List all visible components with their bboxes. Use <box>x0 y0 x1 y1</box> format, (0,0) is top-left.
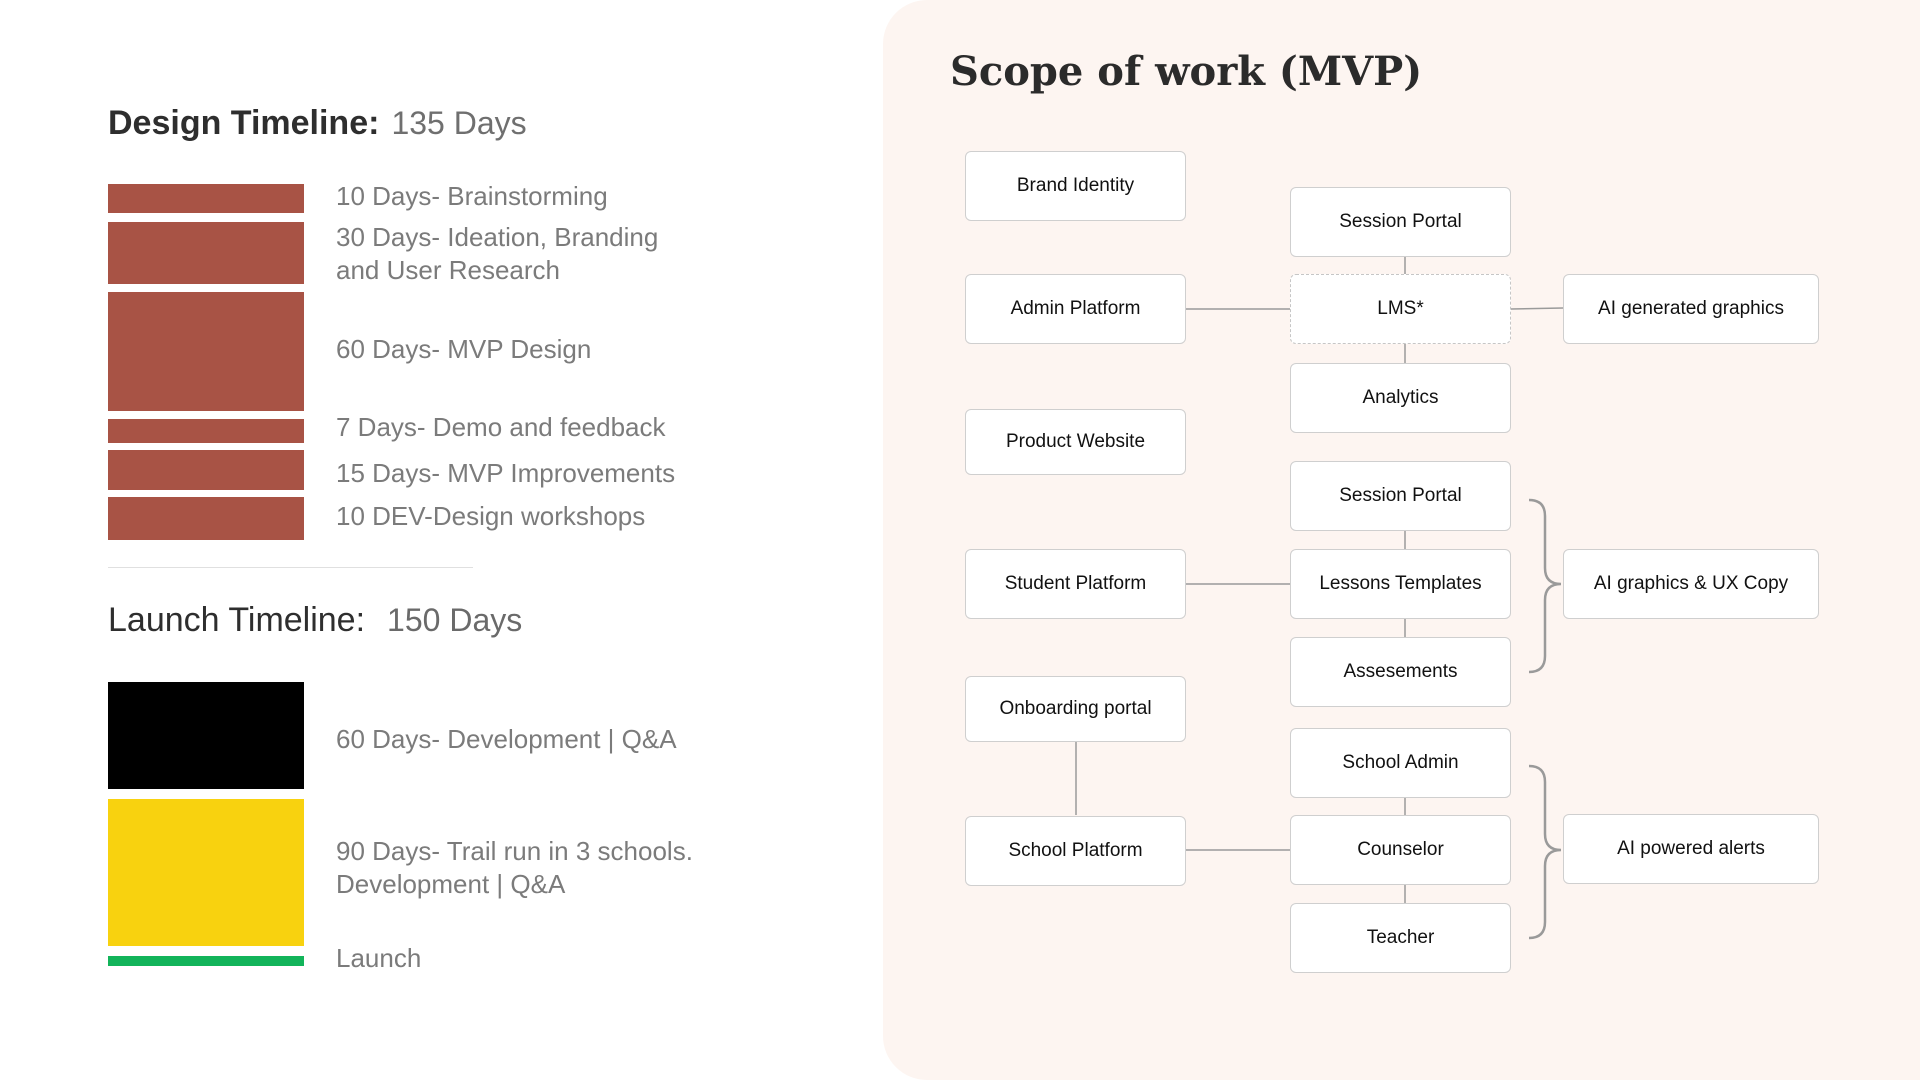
design-bar-demo <box>108 419 304 443</box>
node-lessons-templates: Lessons Templates <box>1290 549 1511 619</box>
design-bar-improvements <box>108 450 304 490</box>
node-ai-powered-alerts: AI powered alerts <box>1563 814 1819 884</box>
node-lms: LMS* <box>1290 274 1511 344</box>
launch-label-trial-run-2: Development | Q&A <box>336 869 566 899</box>
connector-lms-ai-graphics <box>1510 307 1564 310</box>
brace-student-group <box>1528 498 1562 674</box>
launch-bar-development <box>108 682 304 789</box>
launch-bar-trial-run <box>108 799 304 946</box>
node-admin-platform: Admin Platform <box>965 274 1186 344</box>
design-label-demo: 7 Days- Demo and feedback <box>336 412 666 442</box>
node-ai-generated-graphics: AI generated graphics <box>1563 274 1819 344</box>
design-timeline-duration: 135 Days <box>391 105 527 141</box>
node-counselor: Counselor <box>1290 815 1511 885</box>
node-product-website: Product Website <box>965 409 1186 475</box>
launch-label-launch: Launch <box>336 943 422 973</box>
node-student-platform: Student Platform <box>965 549 1186 619</box>
design-timeline-heading: Design Timeline: 135 Days <box>108 104 527 143</box>
design-timeline-title: Design Timeline: <box>108 104 380 142</box>
launch-timeline-title: Launch Timeline: <box>108 601 366 639</box>
node-onboarding-portal: Onboarding portal <box>965 676 1186 742</box>
design-label-mvp-design: 60 Days- MVP Design <box>336 334 592 364</box>
design-label-improvements: 15 Days- MVP Improvements <box>336 458 676 488</box>
design-label-brainstorming: 10 Days- Brainstorming <box>336 181 608 211</box>
design-bar-mvp-design <box>108 292 304 411</box>
launch-timeline-duration: 150 Days <box>387 602 523 638</box>
design-bar-brainstorming <box>108 184 304 213</box>
node-session-portal-student: Session Portal <box>1290 461 1511 531</box>
node-session-portal-lms: Session Portal <box>1290 187 1511 257</box>
timeline-divider <box>108 567 473 568</box>
scope-title: Scope of work (MVP) <box>950 48 1423 95</box>
design-bar-ideation <box>108 222 304 284</box>
node-analytics: Analytics <box>1290 363 1511 433</box>
design-bar-workshops <box>108 497 304 540</box>
node-ai-graphics-ux-copy: AI graphics & UX Copy <box>1563 549 1819 619</box>
node-school-platform: School Platform <box>965 816 1186 886</box>
node-brand-identity: Brand Identity <box>965 151 1186 221</box>
design-label-workshops: 10 DEV-Design workshops <box>336 501 646 531</box>
launch-label-trial-run-1: 90 Days- Trail run in 3 schools. <box>336 836 693 866</box>
launch-timeline-heading: Launch Timeline: 150 Days <box>108 601 522 640</box>
node-assessments: Assesements <box>1290 637 1511 707</box>
node-school-admin: School Admin <box>1290 728 1511 798</box>
node-teacher: Teacher <box>1290 903 1511 973</box>
brace-school-group <box>1528 764 1562 940</box>
launch-label-development: 60 Days- Development | Q&A <box>336 724 677 754</box>
design-label-ideation-2: and User Research <box>336 255 560 285</box>
design-label-ideation-1: 30 Days- Ideation, Branding <box>336 222 659 252</box>
launch-bar-launch <box>108 956 304 966</box>
